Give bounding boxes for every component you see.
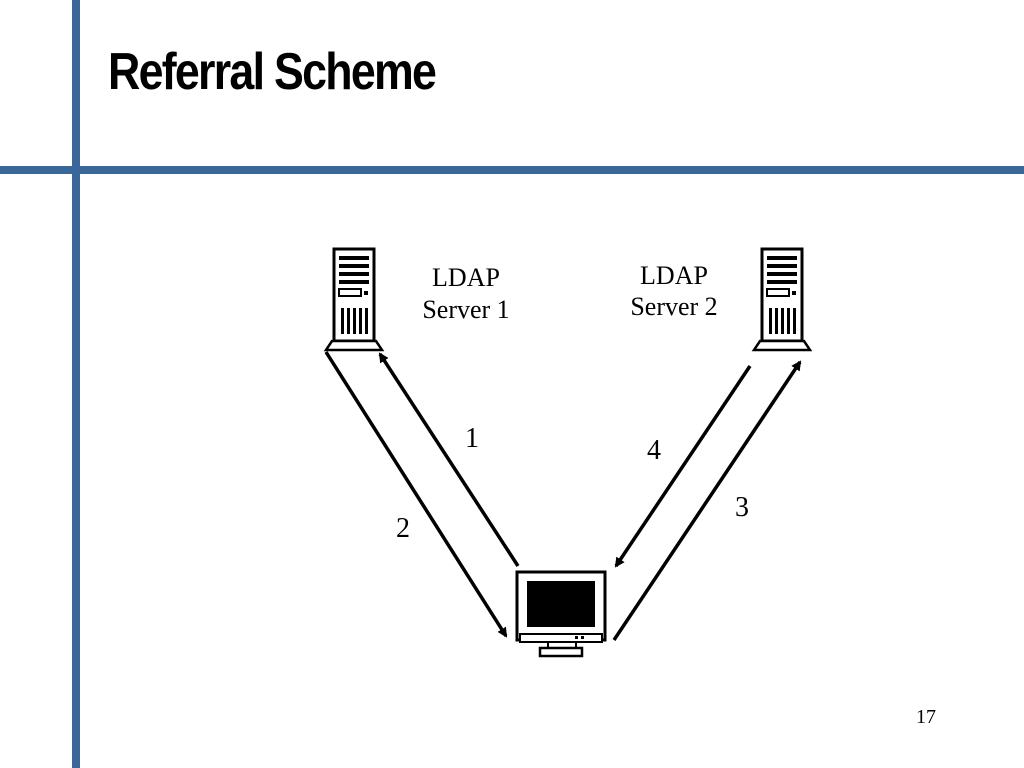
arrow-4 (614, 365, 752, 568)
arrow-2 (324, 351, 508, 638)
slide-title: Referral Scheme (108, 43, 437, 101)
server-1-label-line2: Server 1 (422, 295, 509, 324)
server-2-label-line1: LDAP (640, 261, 708, 290)
arrow-1 (378, 352, 520, 567)
horizontal-accent-bar (0, 166, 1024, 174)
arrow-3 (612, 360, 802, 641)
server-2-icon (751, 247, 813, 352)
arrow-1-label: 1 (465, 423, 479, 454)
server-2-label-line2: Server 2 (630, 292, 717, 321)
vertical-accent-bar (72, 0, 80, 768)
arrow-2-label: 2 (396, 513, 410, 544)
server-1-label-line1: LDAP (432, 263, 500, 292)
server-1-icon (323, 247, 385, 352)
arrow-4-label: 4 (647, 435, 661, 466)
page-number: 17 (916, 706, 936, 728)
client-computer-icon (515, 570, 607, 658)
arrow-3-label: 3 (735, 492, 749, 523)
